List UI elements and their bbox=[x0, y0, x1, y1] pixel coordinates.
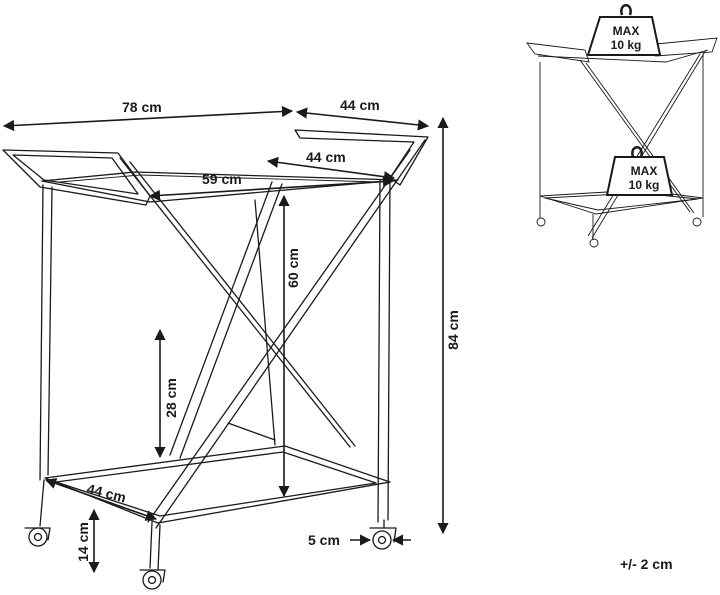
dim-label-wheel-height: 14 cm bbox=[75, 522, 91, 562]
weight-icon-bottom: MAX 10 kg bbox=[605, 146, 674, 196]
weight-bottom-line2: 10 kg bbox=[629, 178, 660, 192]
weight-top-line2: 10 kg bbox=[611, 38, 642, 52]
dimension-shelf-gap: 60 cm bbox=[278, 194, 301, 498]
wheel-front-left bbox=[24, 479, 51, 547]
wheel-front-right bbox=[369, 519, 397, 550]
dimension-width-total: 78 cm bbox=[2, 99, 294, 132]
dimension-wheel-width: 5 cm bbox=[308, 532, 411, 548]
dimension-depth-top: 44 cm bbox=[266, 149, 396, 183]
trolley-main-drawing bbox=[2, 129, 429, 590]
weight-bottom-line1: MAX bbox=[631, 164, 658, 178]
dim-label-width-top: 59 cm bbox=[202, 171, 242, 187]
dim-label-width-total: 78 cm bbox=[122, 99, 162, 115]
dimension-width-top: 59 cm bbox=[148, 171, 395, 201]
dim-label-depth-total: 44 cm bbox=[340, 97, 380, 113]
dimension-lower-frame: 28 cm bbox=[154, 328, 179, 459]
dimension-depth-total: 44 cm bbox=[295, 97, 430, 131]
weight-icon-top: MAX 10 kg bbox=[586, 4, 662, 56]
dim-label-depth-top: 44 cm bbox=[306, 149, 346, 165]
tolerance-note: +/- 2 cm bbox=[620, 556, 673, 572]
dimension-height-total: 84 cm bbox=[437, 116, 461, 535]
dim-label-lower-frame: 28 cm bbox=[163, 378, 179, 418]
dim-label-wheel-width: 5 cm bbox=[308, 532, 340, 548]
dim-label-shelf-gap: 60 cm bbox=[285, 248, 301, 288]
load-capacity-thumbnail: MAX 10 kg MAX 10 kg bbox=[526, 4, 718, 248]
wheel-back bbox=[139, 569, 166, 590]
dim-label-height-total: 84 cm bbox=[445, 310, 461, 350]
dimension-depth-bottom: 44 cm bbox=[44, 478, 158, 521]
weight-top-line1: MAX bbox=[613, 24, 640, 38]
dimension-wheel-height: 14 cm bbox=[75, 508, 100, 574]
